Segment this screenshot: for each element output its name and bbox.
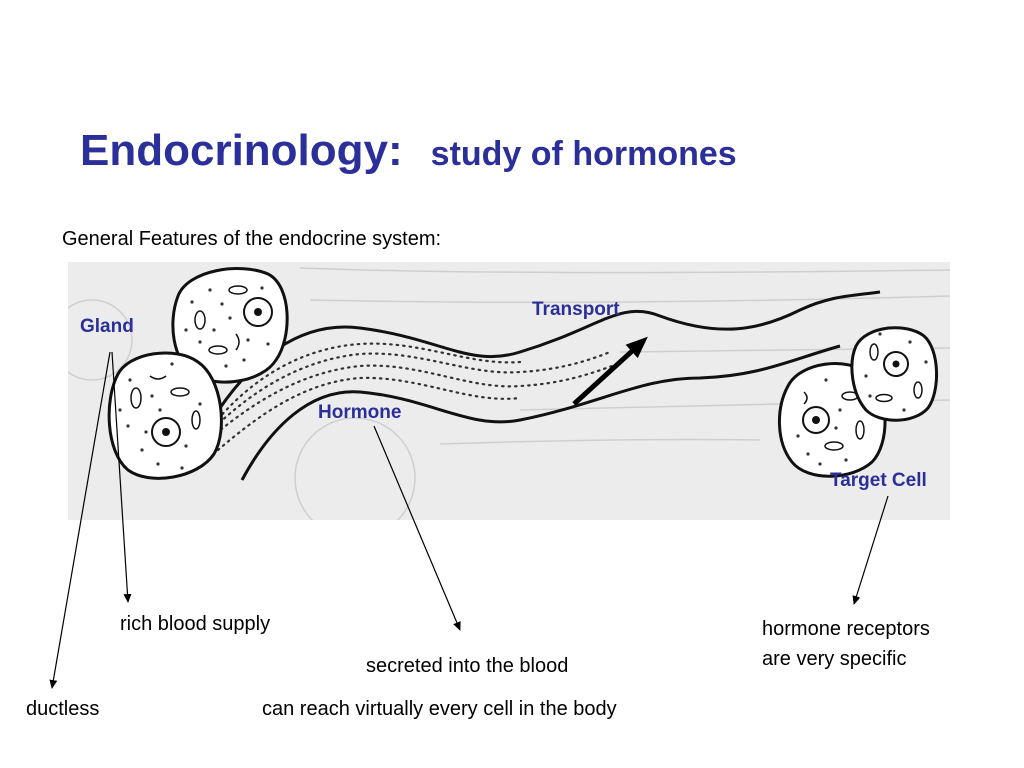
page-title: Endocrinology: study of hormones <box>80 126 737 176</box>
note-ductless: ductless <box>26 698 100 720</box>
title-main: Endocrinology: <box>80 126 403 175</box>
vessel-upper-wall <box>210 290 881 421</box>
vessel-lower-wall <box>240 344 841 481</box>
pointer-target-to-receptors <box>852 495 889 605</box>
pointer-gland-to-blood-supply <box>111 351 132 603</box>
section-subtitle: General Features of the endocrine system… <box>62 228 442 250</box>
transport-arrow <box>572 336 648 406</box>
title-sub: study of hormones <box>430 135 737 173</box>
label-gland: Gland <box>80 316 134 337</box>
label-transport: Transport <box>532 299 620 320</box>
hormone-stream <box>204 342 614 452</box>
label-hormone: Hormone <box>318 402 402 423</box>
gland-cell-lower <box>107 351 223 480</box>
label-target-cell: Target Cell <box>830 470 927 491</box>
pointer-gland-to-ductless <box>49 351 111 689</box>
note-receptors-specific: hormone receptors are very specific <box>762 614 930 674</box>
note-reach-every-cell: can reach virtually every cell in the bo… <box>262 698 617 720</box>
target-cell-upper <box>850 326 938 422</box>
note-receptors-line1: hormone receptors <box>762 618 930 640</box>
note-receptors-line2: are very specific <box>762 648 907 670</box>
pointer-hormone-to-secreted <box>373 425 461 631</box>
note-secreted-into-blood: secreted into the blood <box>366 655 569 677</box>
note-rich-blood-supply: rich blood supply <box>120 613 271 635</box>
